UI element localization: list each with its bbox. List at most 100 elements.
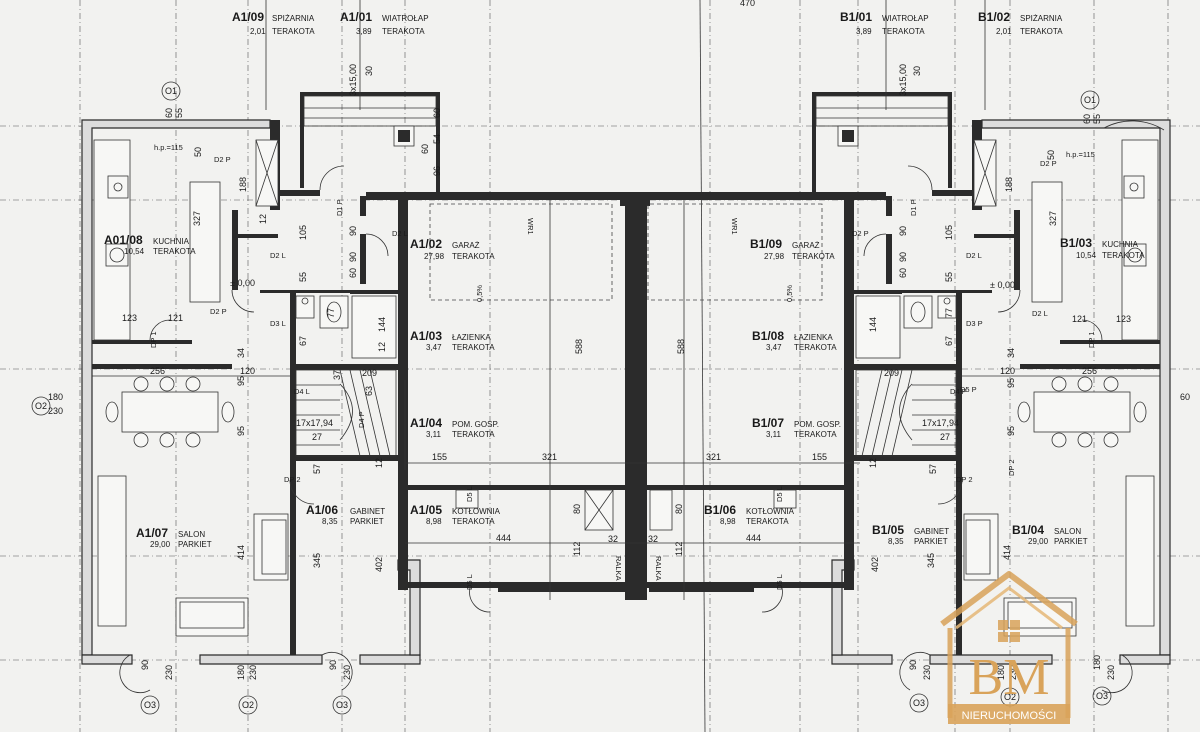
dim: 230 — [164, 665, 174, 680]
house-outline-icon — [940, 571, 1078, 718]
dim: 95 — [1006, 426, 1016, 436]
room-code: B1/07 — [752, 416, 784, 430]
dim: 3x15,00 — [348, 64, 358, 96]
dim: 588 — [574, 339, 584, 354]
dim: 77 — [944, 308, 954, 318]
room-floor: PARKIET — [914, 537, 948, 546]
dim: 17x17,94 — [922, 418, 959, 428]
dim: 327 — [1048, 211, 1058, 226]
dim: 345 — [926, 553, 936, 568]
room-name: GABINET — [914, 527, 949, 536]
dim: 63 — [364, 386, 374, 396]
dim: 55 — [298, 272, 308, 282]
room-code: B1/03 — [1060, 236, 1092, 250]
mark: D4 P — [357, 411, 366, 428]
dimension-labels: 60 55 3x15,00 30 60 54 60 96 h.p.=115 50… — [48, 0, 1190, 680]
dim: 444 — [496, 533, 511, 543]
room-floor: TERAKOTA — [452, 430, 495, 439]
dim: 60 — [348, 268, 358, 278]
room-floor: TERAKOTA — [792, 252, 835, 261]
room-code: B1/06 — [704, 503, 736, 517]
room-area: 2,01 — [250, 27, 266, 36]
mark: WR1 — [730, 218, 739, 235]
room-labels: A1/09 SPIŻARNIA 2,01 TERAKOTA A1/01 WIAT… — [104, 10, 1145, 549]
room-floor: TERAKOTA — [382, 27, 425, 36]
dim: 180 — [236, 665, 246, 680]
axis-label: O2 — [35, 401, 47, 411]
dim: 12 — [258, 214, 268, 224]
room-code: A1/03 — [410, 329, 442, 343]
axis-label: O3 — [144, 700, 156, 710]
dim: 120 — [240, 366, 255, 376]
room-area: 3,89 — [856, 27, 872, 36]
dim: 402 — [374, 557, 384, 572]
dim: 321 — [706, 452, 721, 462]
logo-text: NIERUCHOMOŚCI — [962, 709, 1057, 722]
dim: 230 — [342, 665, 352, 680]
room-code: A1/09 — [232, 10, 264, 24]
dim: 188 — [238, 177, 248, 192]
room-name: GABINET — [350, 507, 385, 516]
dim: 588 — [676, 339, 686, 354]
axis-label: O3 — [336, 700, 348, 710]
room-area: 3,11 — [766, 430, 782, 439]
unit-a-fixtures — [93, 95, 614, 637]
dim: 105 — [298, 225, 308, 240]
dim: 144 — [377, 317, 387, 332]
room-code: A1/04 — [410, 416, 442, 430]
dim: 50 — [193, 147, 203, 157]
room-code: B1/09 — [750, 237, 782, 251]
dimension-lines — [92, 0, 1160, 600]
room-area: 8,98 — [720, 517, 736, 526]
dim: 256 — [150, 366, 165, 376]
room-name: WIATROŁAP — [882, 14, 929, 23]
axis-label: O2 — [242, 700, 254, 710]
axis-label: O2 — [1004, 692, 1016, 702]
level-mark: ± 0,00 — [990, 280, 1015, 290]
dim: 209 — [884, 368, 899, 378]
mark: D1 P — [335, 199, 344, 216]
dim: 60 — [1180, 392, 1190, 402]
dim: 34 — [1006, 348, 1016, 358]
room-area: 3,11 — [426, 430, 442, 439]
mark: D2 L — [392, 229, 408, 238]
axis-label: O3 — [1096, 691, 1108, 701]
room-area: 8,35 — [322, 517, 338, 526]
dim: 345 — [312, 553, 322, 568]
dim: 327 — [192, 211, 202, 226]
dim: 12 — [374, 458, 384, 468]
room-floor: TERAKOTA — [794, 343, 837, 352]
room-floor: TERAKOTA — [794, 430, 837, 439]
dim: 30 — [364, 66, 374, 76]
axis-label: O1 — [1084, 95, 1096, 105]
room-name: SALON — [1054, 527, 1081, 536]
dim: 402 — [870, 557, 880, 572]
room-code: A01/08 — [104, 233, 143, 247]
room-code: A1/07 — [136, 526, 168, 540]
room-name: SPIŻARNIA — [1020, 14, 1063, 23]
room-name: KOTŁOWNIA — [452, 507, 501, 516]
dim: 57 — [928, 464, 938, 474]
dim: 90 — [328, 660, 338, 670]
mark: D2 P — [852, 229, 869, 238]
dim: 12 — [868, 458, 878, 468]
mark: WR1 — [526, 218, 535, 235]
room-area: 29,00 — [1028, 537, 1049, 546]
dim: 230 — [922, 665, 932, 680]
room-code: B1/08 — [752, 329, 784, 343]
mark: D5 L — [465, 574, 474, 590]
room-area: 27,98 — [764, 252, 785, 261]
dim: 90 — [908, 660, 918, 670]
dim: 60 — [164, 108, 174, 118]
room-code: B1/04 — [1012, 523, 1044, 537]
room-floor: TERAKOTA — [746, 517, 789, 526]
room-name: SPIŻARNIA — [272, 14, 315, 23]
dim: 80 — [572, 504, 582, 514]
dim: 80 — [674, 504, 684, 514]
dim: 60 — [420, 144, 430, 154]
room-name: WIATROŁAP — [382, 14, 429, 23]
room-name: KUCHNIA — [1102, 240, 1139, 249]
dim: 105 — [944, 225, 954, 240]
dim: 180 — [996, 665, 1006, 680]
room-floor: TERAKOTA — [452, 517, 495, 526]
